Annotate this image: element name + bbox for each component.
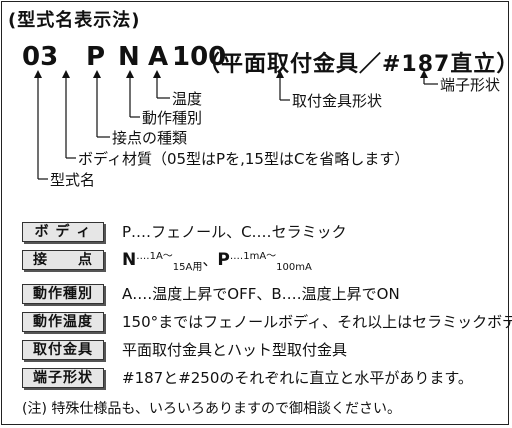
contact-p-sub: 100mA: [276, 262, 312, 273]
legend-terminal: 端子形状: [440, 76, 501, 94]
row-label: ボ デ ィ: [22, 222, 104, 242]
legend-model: 型式名: [50, 171, 96, 189]
contact-n-sub: 15A用: [172, 262, 203, 273]
contact-sep: 、: [202, 251, 218, 269]
row-label: 取付金具: [22, 340, 104, 360]
contact-p: P: [217, 250, 230, 270]
row-value: #187と#250のそれぞれに直立と水平があります。: [122, 369, 473, 387]
row-label: 端子形状: [22, 368, 104, 388]
row-value: P‥‥フェノール、C‥‥セラミック: [122, 223, 347, 241]
legend-body: ボディ材質（05型はPを,15型はCを省略します）: [78, 150, 410, 168]
row-label: 動作温度: [22, 312, 104, 332]
row-value: 150°まではフェノールボディ、それ以上はセラミックボディ: [122, 313, 512, 331]
footnote: (注) 特殊仕様品も、いろいろありますので御相談ください。: [22, 401, 401, 417]
row-label: 接 点: [22, 250, 104, 270]
contact-p-range: ‥‥1mA～: [229, 251, 277, 262]
legend-contact: 接点の種類: [112, 129, 188, 147]
row-value: 平面取付金具とハット型取付金具: [122, 341, 348, 359]
legend-action: 動作種別: [142, 109, 203, 127]
row-label: 動作種別: [22, 284, 104, 304]
row-value: N‥‥1A～15A用、P‥‥1mA～100mA: [122, 250, 312, 273]
model-code-spec: （平面取付金具／#187直立）: [198, 52, 512, 77]
legend-mount: 取付金具形状: [292, 92, 383, 110]
contact-n: N: [122, 250, 137, 270]
contact-n-range: ‥‥1A～: [136, 251, 173, 262]
model-code-temp: 100: [172, 42, 227, 72]
row-value: A‥‥温度上昇でOFF、B‥‥温度上昇でON: [122, 285, 400, 303]
page-title: (型式名表示法): [8, 10, 141, 31]
model-code-action: A: [148, 42, 169, 72]
leader-lines: [34, 70, 438, 180]
legend-temp: 温度: [172, 90, 203, 108]
model-code-contact: N: [118, 42, 140, 72]
model-code-series: 03: [22, 42, 59, 72]
model-code-body: P: [86, 42, 106, 72]
